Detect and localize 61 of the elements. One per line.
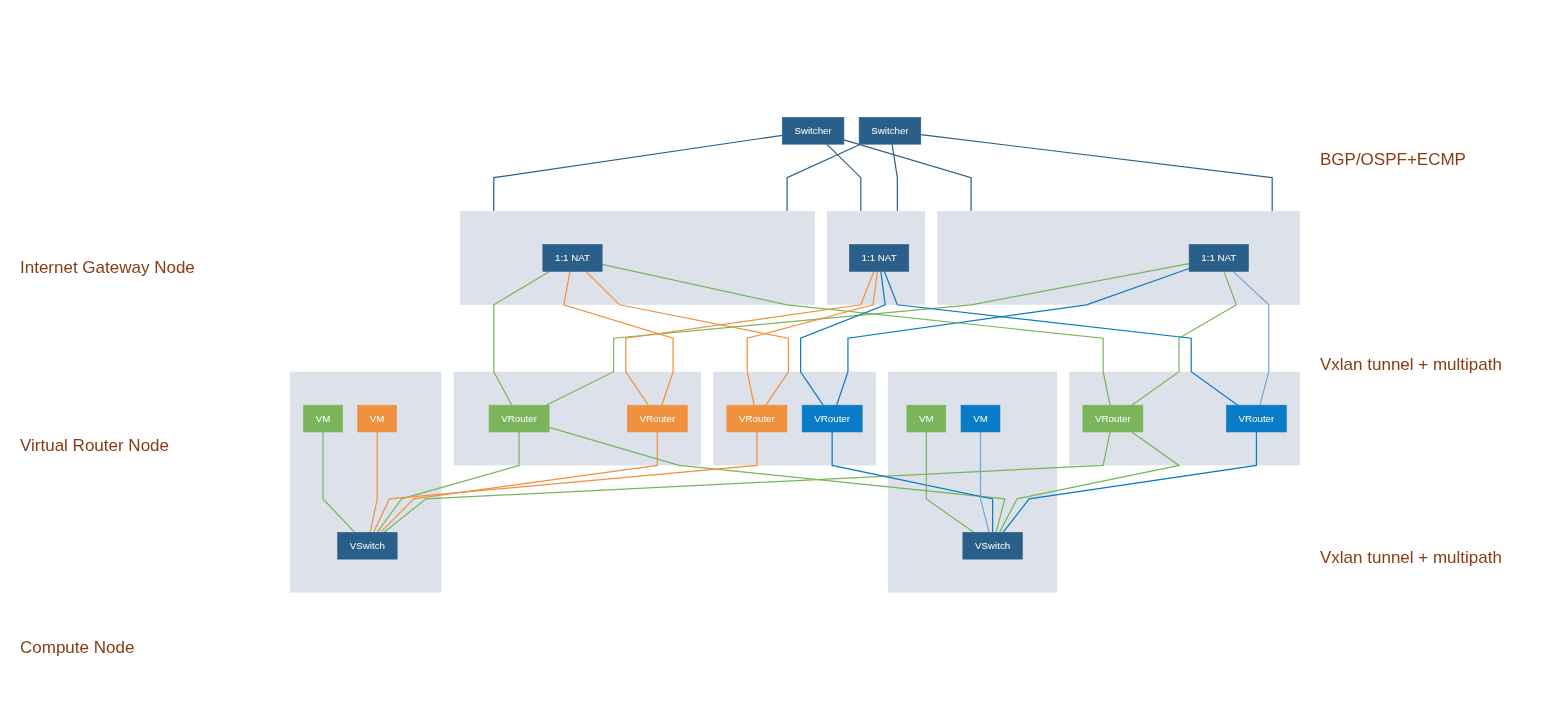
node-box: VM — [906, 404, 947, 433]
cluster — [453, 371, 701, 466]
connector — [548, 426, 1006, 533]
node-box: VRouter — [801, 404, 863, 433]
tier-label: Compute Node — [20, 638, 135, 658]
connector — [979, 431, 990, 533]
connector — [836, 267, 1190, 406]
protocol-note: Vxlan tunnel + multipath — [1320, 548, 1502, 568]
connector — [883, 270, 1239, 406]
node-box: 1:1 NAT — [542, 244, 603, 272]
protocol-note: Vxlan tunnel + multipath — [1320, 355, 1502, 375]
tier-label: Internet Gateway Node — [20, 258, 195, 278]
cluster — [1069, 371, 1301, 466]
connector — [383, 431, 1111, 533]
cluster — [937, 211, 1300, 305]
node-box: VRouter — [1082, 404, 1144, 433]
connector — [826, 143, 862, 212]
connector — [601, 263, 1111, 406]
connector — [625, 270, 875, 406]
connector — [843, 139, 972, 212]
connector — [800, 270, 886, 406]
node-box: Switcher — [781, 117, 845, 145]
node-box: Switcher — [858, 117, 922, 145]
connector — [322, 431, 356, 533]
connector — [493, 134, 783, 212]
node-box: VRouter — [626, 404, 688, 433]
connector — [746, 270, 878, 406]
connector — [831, 431, 994, 533]
node-box: VRouter — [488, 404, 550, 433]
cluster — [289, 371, 442, 593]
cluster — [713, 371, 876, 466]
connector — [563, 270, 674, 406]
connector — [380, 431, 658, 533]
protocol-note: BGP/OSPF+ECMP — [1320, 150, 1466, 170]
node-box: VSwitch — [337, 532, 398, 560]
connector — [369, 431, 378, 533]
node-box: 1:1 NAT — [1188, 244, 1249, 272]
connector — [376, 431, 520, 533]
connector — [373, 431, 758, 533]
connector — [998, 431, 1181, 533]
node-box: VM — [303, 404, 343, 433]
node-box: VRouter — [726, 404, 788, 433]
tier-label: Virtual Router Node — [20, 436, 169, 456]
node-box: VM — [357, 404, 397, 433]
connector — [493, 270, 551, 406]
node-box: VRouter — [1226, 404, 1287, 433]
cluster — [459, 211, 815, 305]
connector — [1232, 270, 1270, 406]
cluster — [888, 371, 1057, 593]
cluster — [827, 211, 926, 305]
connector — [786, 143, 862, 212]
connector — [920, 133, 1273, 212]
connector — [1002, 431, 1258, 533]
connector — [925, 431, 975, 533]
connector — [545, 262, 1190, 406]
connector — [585, 270, 790, 406]
node-box: VSwitch — [962, 532, 1023, 560]
node-box: VM — [960, 404, 1001, 433]
connector — [1131, 270, 1238, 406]
connector — [891, 143, 898, 212]
node-box: 1:1 NAT — [849, 244, 910, 272]
